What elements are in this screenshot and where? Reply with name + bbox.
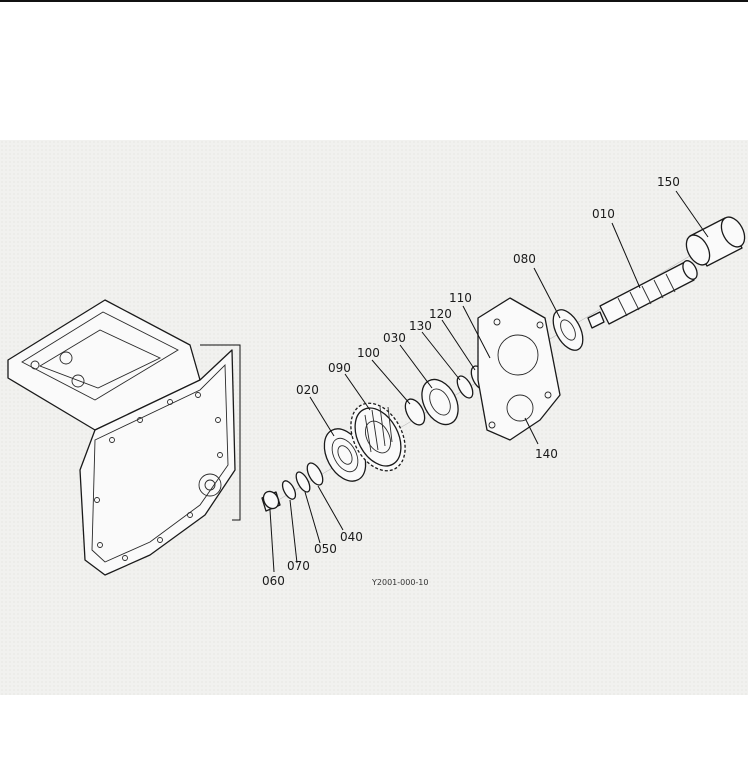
part-090-gear <box>350 402 406 472</box>
leader-lines <box>269 190 709 573</box>
callout-130: 130 <box>409 319 432 333</box>
part-130-ring <box>456 375 474 399</box>
part-150-bushing <box>685 216 746 267</box>
callout-040: 040 <box>340 530 363 544</box>
top-border-line <box>0 0 748 2</box>
part-040-ring <box>306 462 324 486</box>
part-010-shaft <box>587 260 698 329</box>
diagram-background <box>0 140 748 695</box>
part-080-seal <box>552 309 584 351</box>
callout-080: 080 <box>513 252 536 266</box>
callout-030: 030 <box>383 331 406 345</box>
callout-070: 070 <box>287 559 310 573</box>
transmission-housing <box>7 299 241 576</box>
callout-100: 100 <box>357 346 380 360</box>
part-070-washer <box>281 480 297 500</box>
part-060-bolt <box>261 490 281 512</box>
part-100-spacer <box>404 398 426 426</box>
callout-120: 120 <box>429 307 452 321</box>
part-030-bearing <box>421 378 459 426</box>
callout-140: 140 <box>535 447 558 461</box>
part-140-cover <box>477 297 561 441</box>
callout-050: 050 <box>314 542 337 556</box>
drawing-code: Y2001-000-10 <box>371 578 428 587</box>
callout-150: 150 <box>657 175 680 189</box>
callout-060: 060 <box>262 574 285 588</box>
part-050-washer <box>295 471 311 493</box>
callout-110: 110 <box>449 291 472 305</box>
callout-020: 020 <box>296 383 319 397</box>
callout-010: 010 <box>592 207 615 221</box>
callout-090: 090 <box>328 361 351 375</box>
